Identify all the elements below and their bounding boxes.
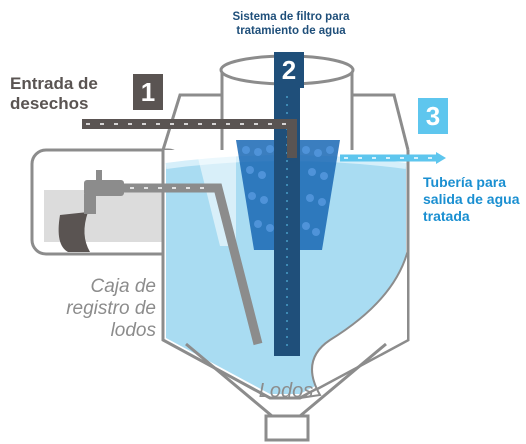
step-1-badge: 1 bbox=[133, 74, 163, 110]
step-2-badge: 2 bbox=[274, 52, 304, 88]
waste-inlet-label: Entrada de desechos bbox=[10, 74, 98, 113]
sludge-box-label: Caja de registro de lodos bbox=[66, 276, 156, 341]
sludge-label: Lodos bbox=[258, 380, 314, 402]
filter-media-pebbles bbox=[242, 145, 334, 236]
tank-neck bbox=[220, 72, 354, 150]
tank-drain bbox=[264, 414, 310, 442]
step-3-badge: 3 bbox=[418, 98, 448, 134]
faucet-handle bbox=[96, 170, 102, 182]
sludge-pipe bbox=[124, 183, 263, 346]
faucet-spout bbox=[84, 194, 96, 214]
sludge-pour bbox=[58, 212, 90, 252]
tank-cutaway bbox=[299, 249, 409, 399]
tank-shoulders bbox=[161, 93, 410, 151]
system-title: Sistema de filtro para tratamiento de ag… bbox=[232, 11, 350, 37]
treated-water-outlet-label: Tubería para salida de agua tratada bbox=[423, 174, 520, 224]
faucet-icon bbox=[84, 180, 124, 196]
outlet-arrow-icon bbox=[436, 152, 446, 164]
inlet-pipe bbox=[82, 119, 297, 158]
